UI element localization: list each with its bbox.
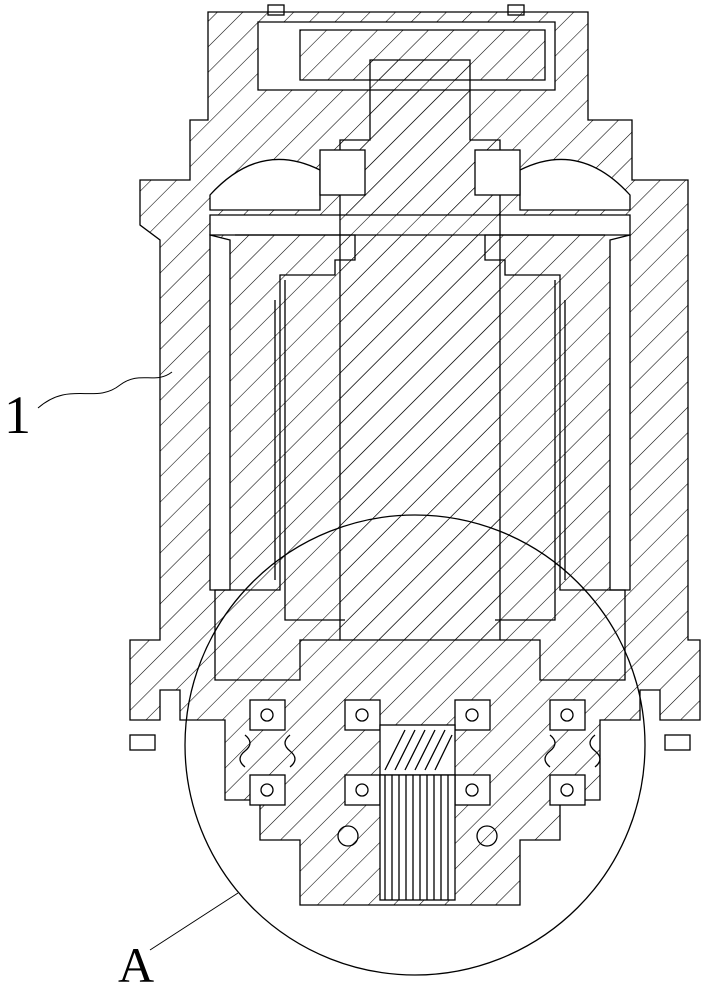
detail-label-a: A — [118, 937, 155, 993]
leader-line-a — [149, 892, 239, 951]
part-label-1: 1 — [4, 385, 31, 445]
detail-circle-a — [184, 514, 646, 976]
leader-line-1 — [37, 371, 173, 409]
